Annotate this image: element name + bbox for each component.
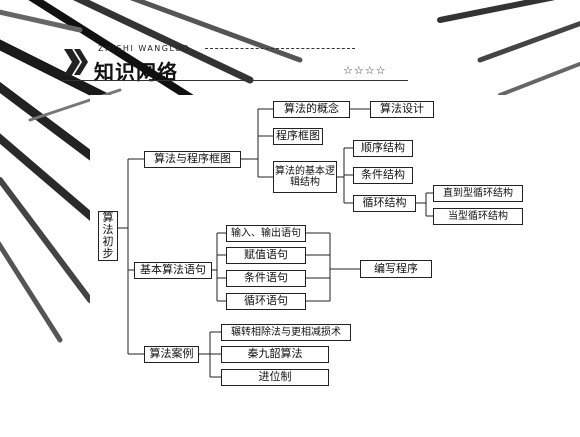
knowledge-map-panel: 算法初步 算法与程序框图 算法的概念 算法设计 程序框图 算法的基本逻辑结构 顺… bbox=[90, 95, 548, 415]
node-until: 直到型循环结构 bbox=[433, 185, 523, 202]
node-statements: 基本算法语句 bbox=[134, 262, 212, 279]
connector-lines bbox=[118, 108, 433, 378]
node-io: 输入、输出语句 bbox=[226, 225, 306, 242]
node-while: 当型循环结构 bbox=[433, 208, 523, 225]
header-stars: ☆☆☆☆ bbox=[343, 64, 387, 77]
node-assign: 赋值语句 bbox=[226, 247, 306, 264]
node-base: 进位制 bbox=[221, 369, 329, 386]
node-root: 算法初步 bbox=[98, 211, 118, 261]
node-seq: 顺序结构 bbox=[353, 140, 413, 157]
node-concept: 算法的概念 bbox=[273, 101, 350, 118]
node-euclid: 辗转相除法与更相减损术 bbox=[221, 324, 351, 341]
header-subtitle: ZHISHI WANGLUO bbox=[98, 44, 191, 53]
node-program: 编写程序 bbox=[360, 260, 432, 278]
node-flowchart: 算法与程序框图 bbox=[144, 151, 241, 168]
node-cond: 条件结构 bbox=[353, 167, 413, 184]
header-dashed-rule bbox=[205, 48, 355, 49]
node-design: 算法设计 bbox=[370, 101, 434, 118]
node-cases: 算法案例 bbox=[144, 346, 199, 363]
node-qin: 秦九韶算法 bbox=[221, 346, 329, 363]
node-for: 循环语句 bbox=[226, 293, 306, 310]
node-frame: 程序框图 bbox=[273, 128, 323, 145]
chevron-arrows-icon bbox=[64, 49, 88, 75]
node-basic-struct: 算法的基本逻辑结构 bbox=[273, 161, 337, 193]
node-if: 条件语句 bbox=[226, 270, 306, 287]
node-loop: 循环结构 bbox=[353, 195, 416, 212]
header-rule bbox=[62, 80, 408, 81]
